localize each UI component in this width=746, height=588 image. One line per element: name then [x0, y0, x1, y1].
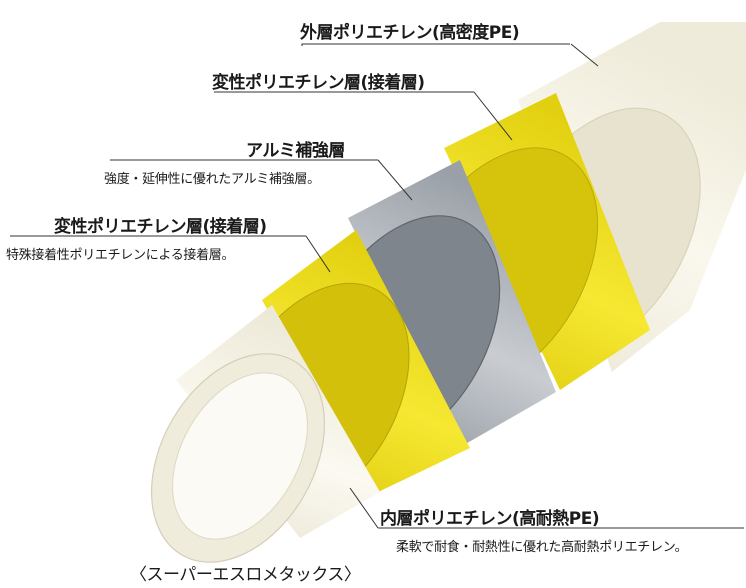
- label-adhesive-inner: 変性ポリエチレン層(接着層): [54, 217, 267, 237]
- desc-adhesive-inner: 特殊接着性ポリエチレンによる接着層。: [6, 248, 235, 263]
- diagram-caption: 〈スーパーエスロメタックス〉: [130, 565, 361, 585]
- inner-pe-bore: [172, 372, 308, 540]
- leader-lines: [10, 43, 744, 529]
- label-adhesive-outer: 変性ポリエチレン層(接着層): [212, 73, 425, 93]
- desc-inner-pe: 柔軟で耐食・耐熱性に優れた高耐熱ポリエチレン。: [396, 540, 688, 555]
- label-aluminum: アルミ補強層: [246, 141, 345, 161]
- label-outer-pe: 外層ポリエチレン(高密度PE): [300, 23, 520, 43]
- desc-aluminum: 強度・延伸性に優れたアルミ補強層。: [104, 172, 320, 187]
- leader-outer-pe: [301, 43, 570, 46]
- label-inner-pe: 内層ポリエチレン(高耐熱PE): [380, 509, 600, 529]
